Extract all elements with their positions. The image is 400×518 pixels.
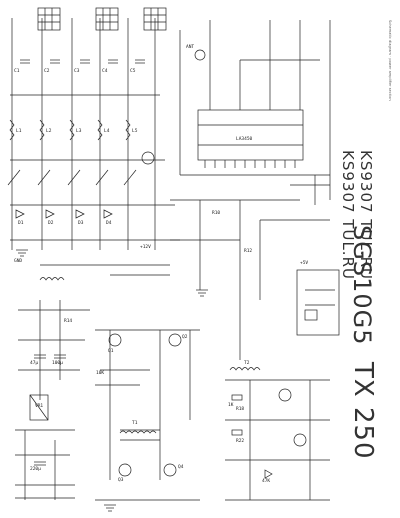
label-c47: 47µ [30, 361, 39, 366]
rf-section [225, 379, 330, 501]
label-r10: R10 [212, 211, 221, 216]
label-d2: D2 [48, 221, 54, 226]
board-title-bottom: KS9307 TUL.RU [357, 150, 375, 280]
label-q4: Q4 [178, 465, 184, 470]
output-section [95, 329, 200, 501]
label-v5: +5V [300, 261, 309, 266]
model-title: TX 250 [348, 362, 378, 460]
label-c5: C5 [130, 69, 136, 74]
label-l4: L4 [104, 129, 110, 134]
side-note: Schematic diagram · power amplifier sect… [388, 20, 392, 101]
label-r18: R18 [236, 407, 245, 412]
label-c3: C3 [74, 69, 80, 74]
label-r10k: 10K [96, 371, 105, 376]
label-r22: R22 [236, 439, 245, 444]
ic-block [141, 20, 331, 205]
label-d3: D3 [78, 221, 84, 226]
label-vr1: VR1 [35, 404, 44, 409]
amp-section [39, 199, 340, 371]
label-l2: L2 [46, 129, 52, 134]
label-q1: Q1 [108, 349, 114, 354]
label-r1k: 1K [228, 403, 234, 408]
label-c1: C1 [14, 69, 20, 74]
board-title-top: KS9307 TUL.RU [339, 150, 357, 280]
ground-symbols [16, 249, 208, 512]
label-r12: R12 [244, 249, 253, 254]
label-t2: T2 [244, 361, 250, 366]
label-l1: L1 [16, 129, 22, 134]
label-c220: 220µ [30, 467, 41, 472]
label-c2: C2 [44, 69, 50, 74]
label-ic: LA3450 [236, 137, 253, 142]
label-r14: R14 [64, 319, 73, 324]
label-t1: T1 [132, 421, 138, 426]
model-code: SGS10G5 [348, 225, 376, 346]
tuner-section [7, 7, 180, 250]
label-l3: L3 [76, 129, 82, 134]
label-l5: L5 [132, 129, 138, 134]
label-d1: D1 [18, 221, 24, 226]
label-r47k: 47K [262, 479, 271, 484]
power-section [15, 300, 90, 500]
label-q3: Q3 [118, 478, 124, 483]
label-c100: 100µ [52, 361, 63, 366]
label-v12: +12V [140, 245, 151, 250]
label-ant: ANT [186, 45, 195, 50]
label-gnd: GND [14, 259, 23, 264]
label-d4: D4 [106, 221, 112, 226]
label-q2: Q2 [182, 335, 188, 340]
label-c4: C4 [102, 69, 108, 74]
